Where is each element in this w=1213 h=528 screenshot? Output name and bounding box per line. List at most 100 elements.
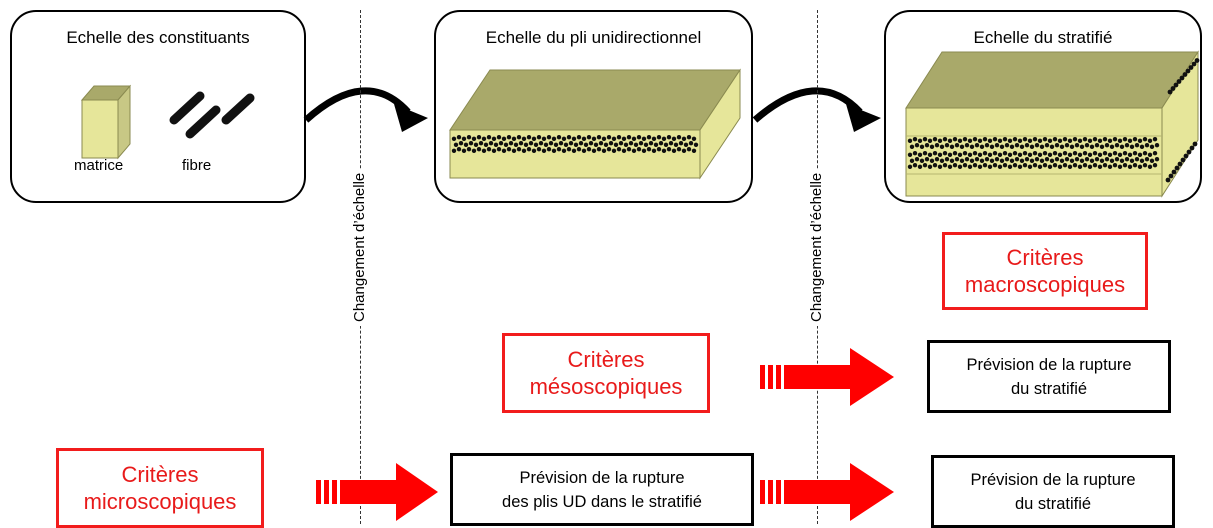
fiber-dot [1119, 144, 1125, 149]
fiber-dot [909, 158, 915, 163]
fiber-dot [566, 135, 572, 140]
fiber-dot [1142, 137, 1148, 142]
fiber-dot [944, 157, 950, 162]
prediction-line2: du stratifié [1014, 494, 1092, 513]
fiber-dot [1022, 137, 1028, 142]
fiber-dot [987, 164, 993, 169]
fiber-dot [681, 148, 687, 153]
fiber-dot [1082, 151, 1088, 156]
fiber-dot [1171, 169, 1177, 175]
fiber-dot [1034, 143, 1040, 148]
fiber-dot [964, 157, 970, 162]
fiber-dot [1097, 152, 1103, 157]
fiber-dot [556, 135, 562, 140]
fiber-dot [511, 136, 517, 141]
scale-box-ply: Echelle du pli unidirectionnel [434, 10, 753, 203]
fiber-dot [1134, 143, 1140, 148]
fiber-dot [531, 148, 537, 153]
fiber-dot [586, 135, 592, 140]
fiber-dot [1029, 144, 1035, 149]
fiber-dot [1072, 163, 1078, 168]
fiber-dot [907, 138, 913, 143]
fiber-dot [922, 137, 928, 142]
fiber-dot [596, 135, 602, 140]
fiber-dot [626, 135, 632, 140]
fiber-dot [1124, 143, 1130, 148]
fiber-dot [992, 163, 998, 168]
fiber-dot [453, 142, 459, 147]
fiber-dot [691, 136, 697, 141]
fiber-dot [658, 141, 664, 146]
fiber-dot [1042, 151, 1048, 156]
fiber-dot [466, 147, 472, 152]
fiber-dot [501, 136, 507, 141]
fiber-dot [984, 143, 990, 148]
fiber-dot [476, 135, 482, 140]
fiber-dot [1165, 177, 1171, 183]
fiber-dot [636, 147, 642, 152]
fiber-dot [1117, 164, 1123, 169]
fiber-dot [1057, 138, 1063, 143]
fiber-dot [1092, 163, 1098, 168]
fiber-dot [1109, 144, 1115, 149]
fiber-dot [1142, 163, 1148, 168]
fiber-dot [1077, 152, 1083, 157]
fiber-dot [1009, 158, 1015, 163]
fiber-dot [1147, 152, 1153, 157]
fiber-dot [1037, 152, 1043, 157]
fiber-dot [481, 136, 487, 141]
fiber-dot [927, 152, 933, 157]
fiber-dot [1142, 151, 1148, 156]
fiber-dot [977, 138, 983, 143]
fiber-dot [588, 141, 594, 146]
fiber-dot [611, 136, 617, 141]
criteria-line1: Critères [121, 462, 199, 487]
fiber-dot [1002, 163, 1008, 168]
fiber-dot [1170, 86, 1176, 91]
fiber-dot [947, 152, 953, 157]
fiber-dot [1049, 158, 1055, 163]
fiber-dot [949, 144, 955, 149]
fiber-dot [673, 142, 679, 147]
fiber-dot [1007, 164, 1013, 169]
fiber-dot [683, 142, 689, 147]
fiber-dot [1109, 158, 1115, 163]
fiber-dot [693, 142, 699, 147]
fiber-dot [919, 144, 925, 149]
fiber-dot [676, 147, 682, 152]
fiber-dot [1104, 143, 1110, 148]
fiber-dot [1144, 143, 1150, 148]
fiber-dot [471, 136, 477, 141]
fiber-dot [1029, 158, 1035, 163]
fiber-dot [563, 142, 569, 147]
fiber-dot [681, 136, 687, 141]
fiber-dot [927, 164, 933, 169]
fiber-dot [1079, 158, 1085, 163]
red-arrow-icon [760, 348, 894, 406]
fiber-dot [1052, 163, 1058, 168]
fiber-dot [1004, 143, 1010, 148]
fiber-dot [937, 138, 943, 143]
fiber-dot [523, 142, 529, 147]
fiber-dot [989, 158, 995, 163]
prediction-line1: Prévision de la rupture [966, 355, 1132, 374]
fiber-dot [1192, 141, 1198, 147]
fiber-dot [1173, 82, 1179, 88]
mesoscopic-criteria-box: Critères mésoscopiques [502, 333, 710, 413]
fiber-dot [1024, 157, 1030, 162]
fiber-dot [972, 137, 978, 142]
fiber-dot [1129, 158, 1135, 163]
fiber-dot [1129, 144, 1135, 149]
fiber-dot [528, 141, 534, 146]
fiber-dot [1180, 157, 1186, 163]
fiber-dot [561, 136, 567, 141]
matrix-label: matrice [74, 157, 124, 174]
fiber-dot [1084, 157, 1090, 162]
fiber-dot [1132, 137, 1138, 142]
fiber-dot [1037, 138, 1043, 143]
fiber-dot [1174, 165, 1180, 171]
fiber-dot [1064, 157, 1070, 162]
fiber-dot [932, 151, 938, 156]
fiber-dot [974, 143, 980, 148]
fiber-dot [1059, 144, 1065, 149]
